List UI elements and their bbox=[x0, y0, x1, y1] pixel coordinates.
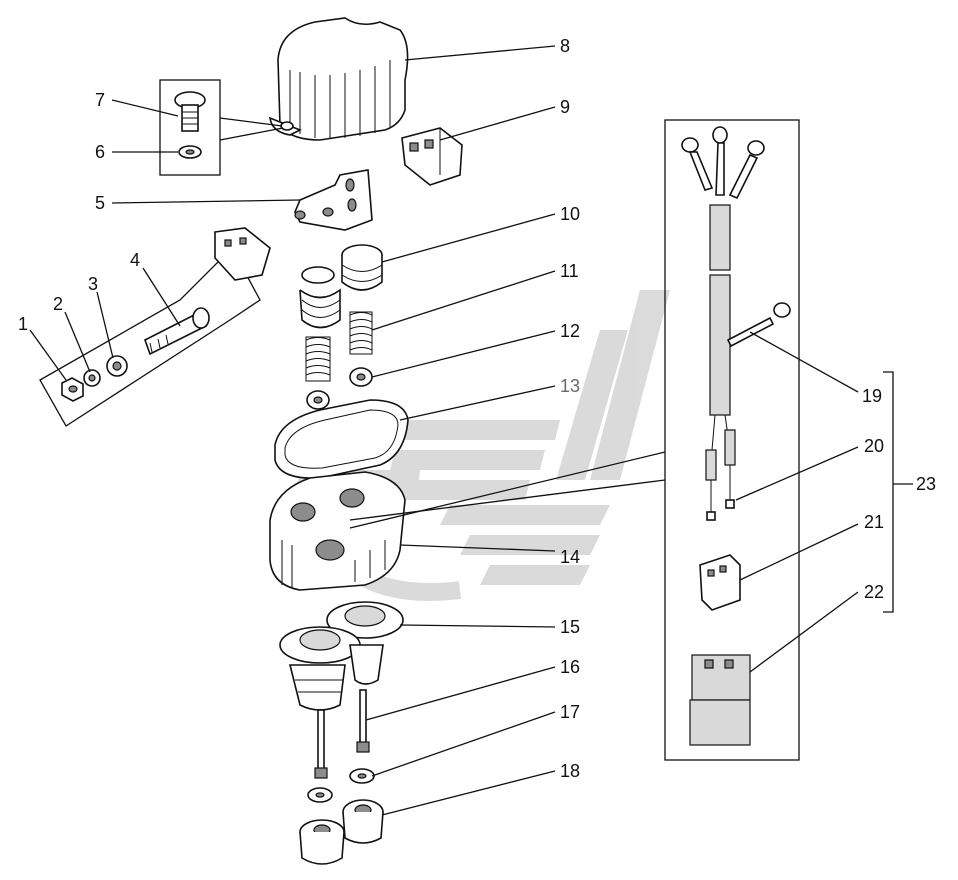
callout-22: 22 bbox=[864, 582, 884, 602]
part-14-body bbox=[269, 471, 406, 591]
callout-23: 23 bbox=[916, 474, 936, 494]
callout-6: 6 bbox=[95, 142, 105, 162]
callout-3: 3 bbox=[88, 274, 98, 294]
callout-13: 13 bbox=[560, 376, 580, 396]
callout-5: 5 bbox=[95, 193, 105, 213]
callout-15: 15 bbox=[560, 617, 580, 637]
callout-7: 7 bbox=[95, 90, 105, 110]
leader-lines bbox=[29, 45, 859, 816]
part-10-12-stack bbox=[299, 244, 383, 410]
callout-18: 18 bbox=[560, 761, 580, 781]
callout-1: 1 bbox=[18, 314, 28, 334]
callout-8: 8 bbox=[560, 36, 570, 56]
callout-19: 19 bbox=[862, 386, 882, 406]
part-9-connector bbox=[401, 127, 463, 186]
part-8-cover bbox=[269, 17, 409, 141]
callout-17: 17 bbox=[560, 702, 580, 722]
callout-14: 14 bbox=[560, 547, 580, 567]
part-5-bracket bbox=[294, 169, 373, 231]
part-15-terminals bbox=[279, 601, 404, 711]
part-19-22-kit-box bbox=[664, 119, 800, 761]
callout-20: 20 bbox=[864, 436, 884, 456]
callout-16: 16 bbox=[560, 657, 580, 677]
callout-12: 12 bbox=[560, 321, 580, 341]
callout-labels: 1 2 3 4 5 6 7 8 9 10 11 12 13 14 15 16 1… bbox=[18, 36, 936, 781]
part-16-rods bbox=[314, 689, 370, 779]
callout-2: 2 bbox=[53, 294, 63, 314]
callout-10: 10 bbox=[560, 204, 580, 224]
part-13-gasket bbox=[274, 399, 409, 479]
part-7-6-box bbox=[159, 79, 221, 176]
callout-11: 11 bbox=[560, 261, 579, 281]
callout-21: 21 bbox=[864, 512, 884, 532]
callout-4: 4 bbox=[130, 250, 140, 270]
group-23-bracket bbox=[883, 371, 913, 613]
part-1-4-box bbox=[39, 227, 271, 427]
part-18-nuts bbox=[299, 799, 384, 865]
part-17-washers bbox=[307, 768, 375, 803]
callout-9: 9 bbox=[560, 97, 570, 117]
